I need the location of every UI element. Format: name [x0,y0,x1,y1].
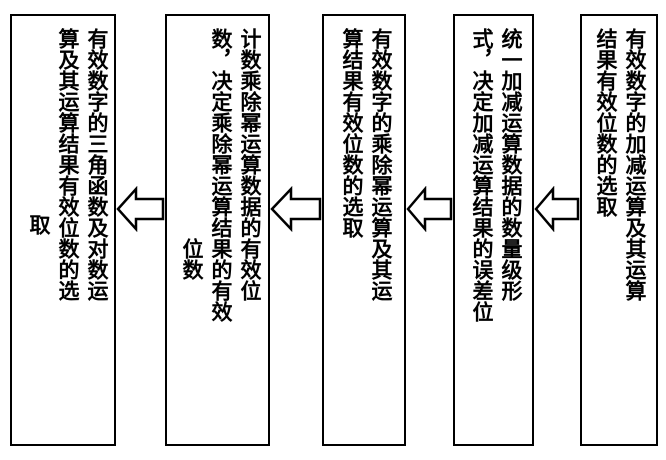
hollow-arrow-icon [406,186,453,232]
hollow-arrow-icon [116,186,165,232]
box-text-col: 算结果有效位数的选取 [340,28,364,238]
box-text-col: 算及其运算结果有效位数的选 [56,28,80,301]
box-text-col: 有效数字的乘除幂运算及其运 [369,28,393,301]
box-add-subtract-operations: 有效数字的加减运算及其运算 结果有效位数的选取 [580,14,658,446]
box-multiply-divide-precision: 计数乘除幂运算数据的有效位 数，决定乘除幂运算结果的有效 位数 [165,14,270,446]
box-text-col: 有效数字的三角函数及对数运 [85,28,109,301]
box-text-col: 位数 [180,238,204,280]
box-multiply-divide-operations: 有效数字的乘除幂运算及其运 算结果有效位数的选取 [322,14,406,446]
box-text-col: 式，决定加减运算结果的误差位 [470,28,494,322]
box-text-col: 统一加减运算数据的数量级形 [499,28,523,301]
box-text-col: 有效数字的加减运算及其运算 [623,28,647,301]
box-text-col: 结果有效位数的选取 [594,28,618,217]
box-text-col: 计数乘除幂运算数据的有效位 [238,28,262,301]
hollow-arrow-icon [534,186,580,232]
box-text-col: 数，决定乘除幂运算结果的有效 [209,28,233,322]
box-add-subtract-magnitude: 统一加减运算数据的数量级形 式，决定加减运算结果的误差位 [453,14,534,446]
box-trig-log-operations: 有效数字的三角函数及对数运 算及其运算结果有效位数的选 取 [10,14,116,446]
hollow-arrow-icon [270,186,322,232]
box-text-col: 取 [27,214,51,235]
